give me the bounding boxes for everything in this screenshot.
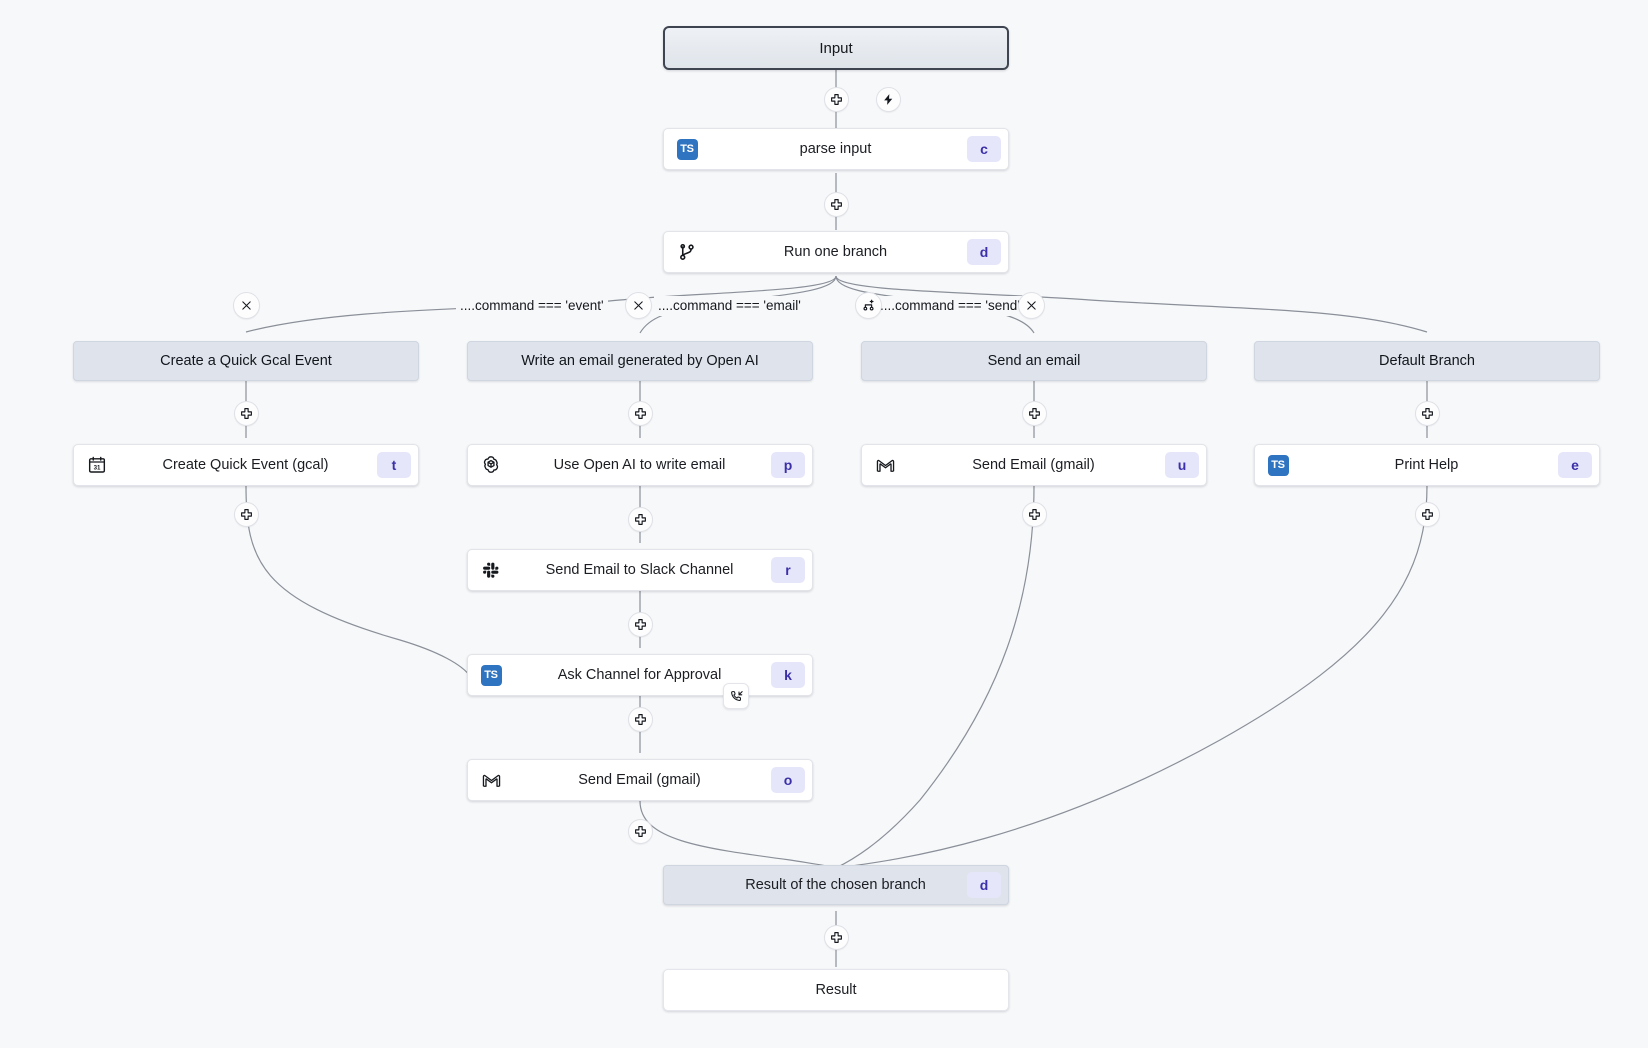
branch-header-send-email-label: Send an email (987, 353, 1081, 369)
plus-icon (1029, 509, 1040, 520)
add-step-button-after-slack[interactable] (628, 612, 653, 637)
add-step-button-after-parse-input[interactable] (824, 192, 849, 217)
plus-icon (831, 199, 842, 210)
plus-icon (241, 408, 252, 419)
node-run-one-branch[interactable]: Run one branch d (663, 231, 1009, 273)
plus-icon (831, 932, 842, 943)
git-branch-icon (670, 243, 704, 262)
node-create-quick-event[interactable]: 31 Create Quick Event (gcal) t (73, 444, 419, 486)
add-step-button-after-gmail-branch[interactable] (628, 819, 653, 844)
add-step-button-after-collector[interactable] (824, 925, 849, 950)
add-step-button-after-create-quick-event[interactable] (234, 502, 259, 527)
add-step-button-after-use-openai[interactable] (628, 507, 653, 532)
add-step-button-branch-default[interactable] (1415, 401, 1440, 426)
node-send-email-gmail-branch-label: Send Email (gmail) (578, 772, 701, 788)
node-use-openai-label: Use Open AI to write email (553, 457, 726, 473)
add-step-button-branch-openai[interactable] (628, 401, 653, 426)
node-send-email-gmail-branch[interactable]: Send Email (gmail) o (467, 759, 813, 801)
branch-header-default[interactable]: Default Branch (1254, 341, 1600, 381)
add-step-button-branch-send[interactable] (1022, 401, 1047, 426)
branch-header-gcal[interactable]: Create a Quick Gcal Event (73, 341, 419, 381)
branch-header-send-email[interactable]: Send an email (861, 341, 1207, 381)
add-step-button-branch-gcal[interactable] (234, 401, 259, 426)
phone-incoming-icon (730, 690, 743, 701)
node-ask-approval[interactable]: TS Ask Channel for Approval k (467, 654, 813, 696)
remove-branch-button-2[interactable] (625, 292, 652, 319)
gmail-icon (474, 770, 508, 791)
branch-condition-1: ....command === 'event' (456, 296, 608, 317)
plus-icon (1422, 408, 1433, 419)
suspend-approval-badge[interactable] (723, 683, 749, 709)
branch-condition-2: ....command === 'email' (654, 296, 805, 317)
openai-icon (474, 454, 508, 476)
node-send-email-gmail-send-label: Send Email (gmail) (972, 457, 1095, 473)
gmail-icon (868, 455, 902, 476)
node-send-email-slack-label: Send Email to Slack Channel (545, 562, 734, 578)
shortcut-badge-parse-input[interactable]: c (967, 136, 1001, 162)
shortcut-badge-send-email-slack[interactable]: r (771, 557, 805, 583)
node-create-quick-event-label: Create Quick Event (gcal) (162, 457, 329, 473)
node-result-of-chosen-branch[interactable]: Result of the chosen branch d (663, 865, 1009, 905)
node-result[interactable]: Result (663, 969, 1009, 1011)
trigger-button[interactable] (876, 87, 901, 112)
node-print-help-label: Print Help (1394, 457, 1459, 473)
add-step-button-after-gmail-send[interactable] (1022, 502, 1047, 527)
add-step-button-after-input[interactable] (824, 87, 849, 112)
add-step-button-after-print-help[interactable] (1415, 502, 1440, 527)
shortcut-badge-collector[interactable]: d (967, 872, 1001, 898)
plus-icon (635, 826, 646, 837)
typescript-icon: TS (670, 138, 704, 160)
close-icon (242, 301, 251, 310)
remove-branch-button-3[interactable] (1018, 292, 1045, 319)
node-parse-input[interactable]: TS parse input c (663, 128, 1009, 170)
shortcut-badge-print-help[interactable]: e (1558, 452, 1592, 478)
plus-icon (1422, 509, 1433, 520)
add-branch-icon (863, 299, 874, 311)
branch-header-openai-email[interactable]: Write an email generated by Open AI (467, 341, 813, 381)
node-input[interactable]: Input (663, 26, 1009, 70)
plus-icon (831, 94, 842, 105)
node-ask-approval-label: Ask Channel for Approval (557, 667, 722, 683)
typescript-icon: TS (1261, 454, 1295, 476)
node-run-one-branch-label: Run one branch (783, 244, 888, 260)
node-send-email-gmail-send[interactable]: Send Email (gmail) u (861, 444, 1207, 486)
node-input-label: Input (819, 40, 853, 56)
typescript-badge: TS (1267, 454, 1289, 476)
node-send-email-slack[interactable]: Send Email to Slack Channel r (467, 549, 813, 591)
typescript-icon: TS (474, 664, 508, 686)
plus-icon (635, 619, 646, 630)
node-use-openai[interactable]: Use Open AI to write email p (467, 444, 813, 486)
shortcut-badge-ask-approval[interactable]: k (771, 662, 805, 688)
branch-condition-3: ....command === 'send' (876, 296, 1024, 317)
branch-header-default-label: Default Branch (1379, 353, 1475, 369)
plus-icon (1029, 408, 1040, 419)
typescript-badge: TS (676, 138, 698, 160)
close-icon (634, 301, 643, 310)
shortcut-badge-send-email-gmail-branch[interactable]: o (771, 767, 805, 793)
shortcut-badge-use-openai[interactable]: p (771, 452, 805, 478)
add-step-button-after-approval[interactable] (628, 707, 653, 732)
remove-branch-button-1[interactable] (233, 292, 260, 319)
node-result-label: Result (815, 982, 857, 998)
node-result-of-chosen-branch-label: Result of the chosen branch (745, 877, 926, 893)
branch-header-gcal-label: Create a Quick Gcal Event (160, 353, 332, 369)
shortcut-badge-run-one-branch[interactable]: d (967, 239, 1001, 265)
slack-icon (474, 560, 508, 580)
node-print-help[interactable]: TS Print Help e (1254, 444, 1600, 486)
add-branch-button[interactable] (855, 292, 882, 319)
svg-text:31: 31 (94, 465, 101, 472)
plus-icon (635, 514, 646, 525)
plus-icon (241, 509, 252, 520)
google-calendar-icon: 31 (80, 455, 114, 475)
shortcut-badge-send-email-gmail-send[interactable]: u (1165, 452, 1199, 478)
close-icon (1027, 301, 1036, 310)
branch-header-openai-email-label: Write an email generated by Open AI (521, 353, 759, 369)
node-parse-input-label: parse input (799, 141, 872, 157)
shortcut-badge-create-quick-event[interactable]: t (377, 452, 411, 478)
typescript-badge: TS (480, 664, 502, 686)
plus-icon (635, 408, 646, 419)
plus-icon (635, 714, 646, 725)
lightning-bolt-icon (884, 94, 893, 105)
